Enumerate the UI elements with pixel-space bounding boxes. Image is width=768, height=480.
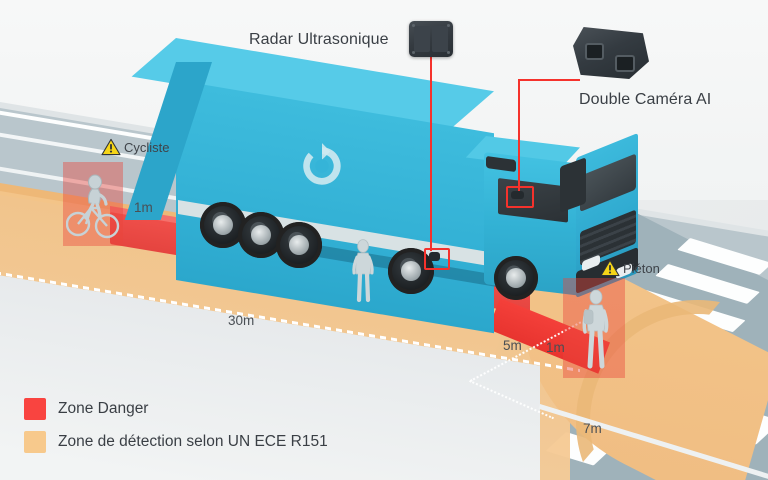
callout-label-radar: Radar Ultrasonique — [249, 31, 389, 48]
callout-label-camera: Double Caméra AI — [579, 91, 712, 108]
distance-label-side-1m: 1m — [134, 200, 153, 215]
roof-air-deflector — [560, 157, 586, 213]
legend-swatch-danger — [24, 398, 46, 420]
wheel-hub — [506, 268, 526, 288]
dual-ai-camera-icon — [573, 27, 649, 79]
ultrasonic-radar-icon — [409, 21, 453, 57]
wheel-hub — [289, 235, 309, 255]
recycling-swirl-logo — [303, 143, 341, 185]
camera-lens-lower — [615, 55, 635, 72]
warning-pedestrian: Piéton — [600, 259, 660, 277]
legend-item-detection: Zone de détection selon UN ECE R151 — [24, 431, 328, 453]
distance-label-5m: 5m — [503, 338, 522, 353]
cyclist-figure — [66, 174, 120, 239]
pedestrian-figure-front — [582, 289, 609, 369]
radar-connector-line — [430, 57, 432, 251]
camera-lens-upper — [585, 43, 604, 60]
warning-triangle-icon — [101, 138, 121, 156]
legend-label-danger: Zone Danger — [58, 400, 149, 417]
distance-label-30m: 30m — [228, 313, 255, 328]
camera-mount — [511, 191, 524, 199]
legend-item-danger: Zone Danger — [24, 398, 328, 420]
wheel-hub — [401, 261, 421, 281]
warning-cyclist: Cycliste — [101, 138, 170, 156]
legend-swatch-detection — [24, 431, 46, 453]
distance-label-front-1m: 1m — [546, 340, 565, 355]
distance-label-7m: 7m — [583, 421, 602, 436]
legend: Zone Danger Zone de détection selon UN E… — [24, 398, 328, 464]
camera-connector-line-h — [518, 79, 580, 81]
warning-cyclist-label: Cycliste — [124, 139, 170, 155]
warning-pedestrian-label: Piéton — [623, 260, 660, 276]
wheel-hub — [213, 215, 233, 235]
warning-triangle-icon — [600, 259, 620, 277]
wheel-hub — [251, 225, 271, 245]
camera-mount-highlight — [506, 186, 534, 208]
camera-connector-line-v — [518, 79, 520, 191]
radar-mount-highlight — [424, 248, 450, 270]
legend-label-detection: Zone de détection selon UN ECE R151 — [58, 433, 328, 450]
pedestrian-figure-side — [352, 239, 374, 303]
radar-mount — [429, 252, 440, 261]
